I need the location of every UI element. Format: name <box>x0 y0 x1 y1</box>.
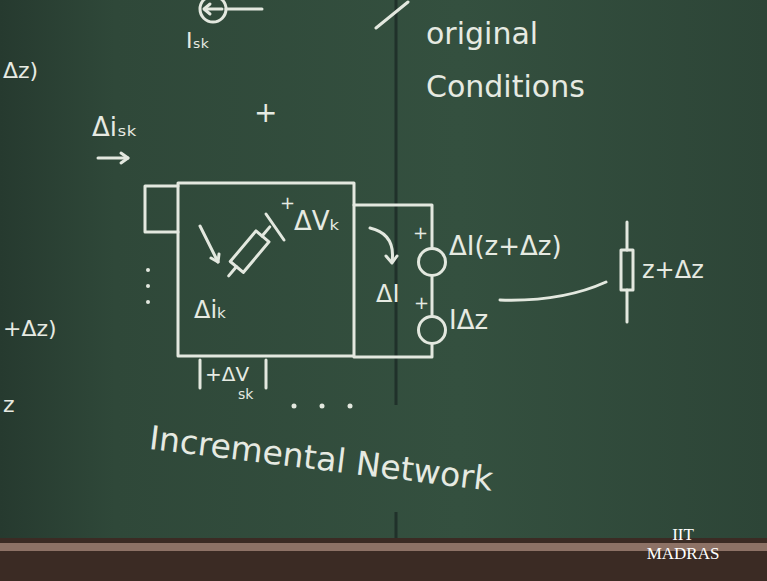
plus-sign: + <box>254 96 277 130</box>
source-value: ΔI(z+Δz) <box>449 231 562 262</box>
branch-current-arrow-head <box>211 254 219 262</box>
loop-current-arrow-head <box>386 256 397 263</box>
voltage-bracket <box>265 360 268 388</box>
board-seam <box>395 0 398 405</box>
edge-fragment: z <box>3 392 15 418</box>
watermark: IIT MADRAS <box>640 526 726 563</box>
continuation-dot <box>292 404 297 409</box>
current-name: Δiₖ <box>194 296 227 325</box>
current-arrow-head <box>121 153 128 163</box>
port-wire <box>145 186 178 232</box>
edge-fragment: +Δz) <box>3 316 57 342</box>
resistor-lead <box>626 222 629 250</box>
continuation-dot <box>348 404 353 409</box>
source-circle <box>417 247 447 277</box>
board-ground <box>0 0 767 545</box>
port-wire <box>354 345 432 357</box>
edge-fragment: Δz) <box>3 58 38 84</box>
wire <box>226 8 262 11</box>
continuation-dot <box>146 268 150 272</box>
subscript: sk <box>238 386 253 403</box>
resistor-symbol <box>621 250 633 290</box>
voltage-name: +ΔV <box>205 362 249 386</box>
series-wire <box>431 277 434 315</box>
current-name: Δiₛₖ <box>92 112 138 143</box>
voltage-name: ΔVₖ <box>294 206 341 237</box>
continuation-dot <box>146 300 150 304</box>
polarity-sign: + <box>414 292 429 314</box>
voltage-source: ΔI(z+Δz) <box>417 247 447 277</box>
leader-line <box>500 282 606 300</box>
impedance-name: z+Δz <box>642 256 704 285</box>
polarity-sign: + <box>280 192 295 214</box>
current-arrow <box>98 157 128 160</box>
current-source-symbol <box>200 0 226 22</box>
port-wire <box>354 205 432 247</box>
voltage-source: IΔz <box>417 315 447 345</box>
loop-current-arrow <box>370 228 393 262</box>
board-seam <box>395 512 398 538</box>
network-box <box>178 183 354 356</box>
voltage-stroke <box>266 214 284 240</box>
source-arrow-head <box>204 4 210 14</box>
source-value: IΔz <box>449 305 488 336</box>
continuation-dot <box>320 404 325 409</box>
source-name: Iₛₖ <box>186 28 210 54</box>
pointer-stroke <box>376 2 408 28</box>
source-circle <box>417 315 447 345</box>
element-symbol <box>223 222 277 282</box>
branch-current-arrow <box>200 226 218 262</box>
current-name: ΔI <box>376 280 400 309</box>
continuation-dot <box>146 284 150 288</box>
polarity-sign: + <box>413 222 428 244</box>
note-text: original Conditions <box>426 8 626 113</box>
resistor-lead <box>626 290 629 322</box>
voltage-bracket <box>199 360 202 388</box>
